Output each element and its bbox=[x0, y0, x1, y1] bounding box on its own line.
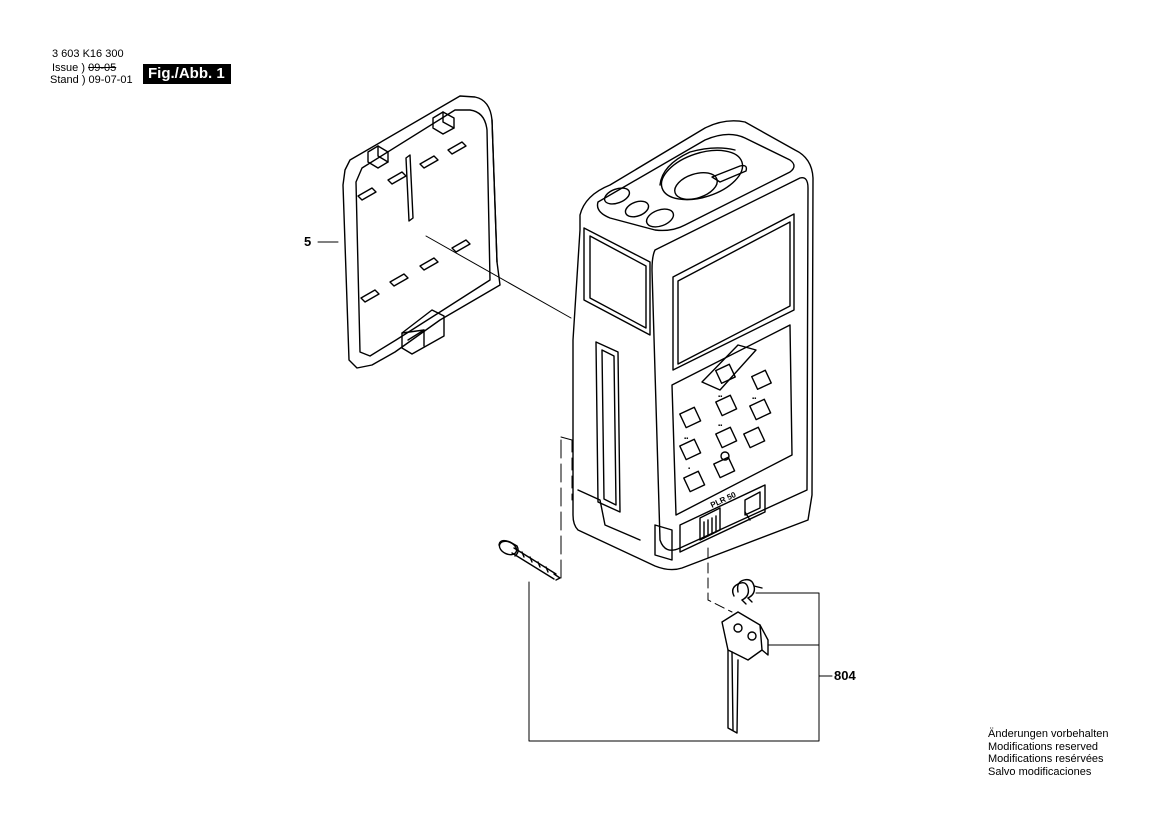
alignment-line bbox=[707, 547, 733, 613]
stand-row: Stand ) 09-07-01 bbox=[50, 74, 133, 86]
note-line: Salvo modificaciones bbox=[988, 765, 1092, 778]
key-label-mark: ▪ bbox=[688, 466, 690, 472]
callout-804: 804 bbox=[834, 668, 856, 683]
stand-label: Stand bbox=[50, 74, 79, 86]
issue-value: 09-05 bbox=[88, 62, 117, 74]
spring-part bbox=[731, 578, 763, 605]
alignment-line bbox=[560, 436, 573, 441]
note-line: Modifications reserved bbox=[988, 740, 1099, 753]
battery-cover-part bbox=[342, 95, 501, 369]
figure-label: Fig./Abb. 1 bbox=[143, 64, 231, 84]
modification-notes: Änderungen vorbehalten Modifications res… bbox=[988, 728, 1108, 778]
brace-icon: ) bbox=[81, 62, 86, 74]
key-label-mark: ▪▪ bbox=[718, 394, 722, 400]
assembly-bracket-line bbox=[528, 581, 820, 742]
latch-bracket-part bbox=[721, 611, 769, 734]
brace-icon: ) bbox=[81, 74, 86, 86]
screw-part bbox=[498, 539, 561, 581]
stand-value: 09-07-01 bbox=[88, 74, 133, 86]
key-label-mark: ▪▪ bbox=[718, 423, 722, 429]
note-line: Änderungen vorbehalten bbox=[988, 728, 1109, 740]
note-line: Modifications resérvées bbox=[988, 753, 1104, 765]
device-model-label: PLR 50 bbox=[709, 490, 738, 510]
part-number: 3 603 K16 300 bbox=[52, 48, 124, 60]
explode-line bbox=[425, 235, 572, 319]
device-body-part bbox=[572, 120, 814, 571]
key-label-mark: ▪▪ bbox=[752, 396, 756, 402]
callout-5: 5 bbox=[304, 234, 312, 249]
issue-label: Issue bbox=[52, 62, 79, 74]
issue-row: Issue ) 09-05 bbox=[52, 62, 116, 74]
key-label-mark: ▪▪ bbox=[684, 436, 688, 442]
